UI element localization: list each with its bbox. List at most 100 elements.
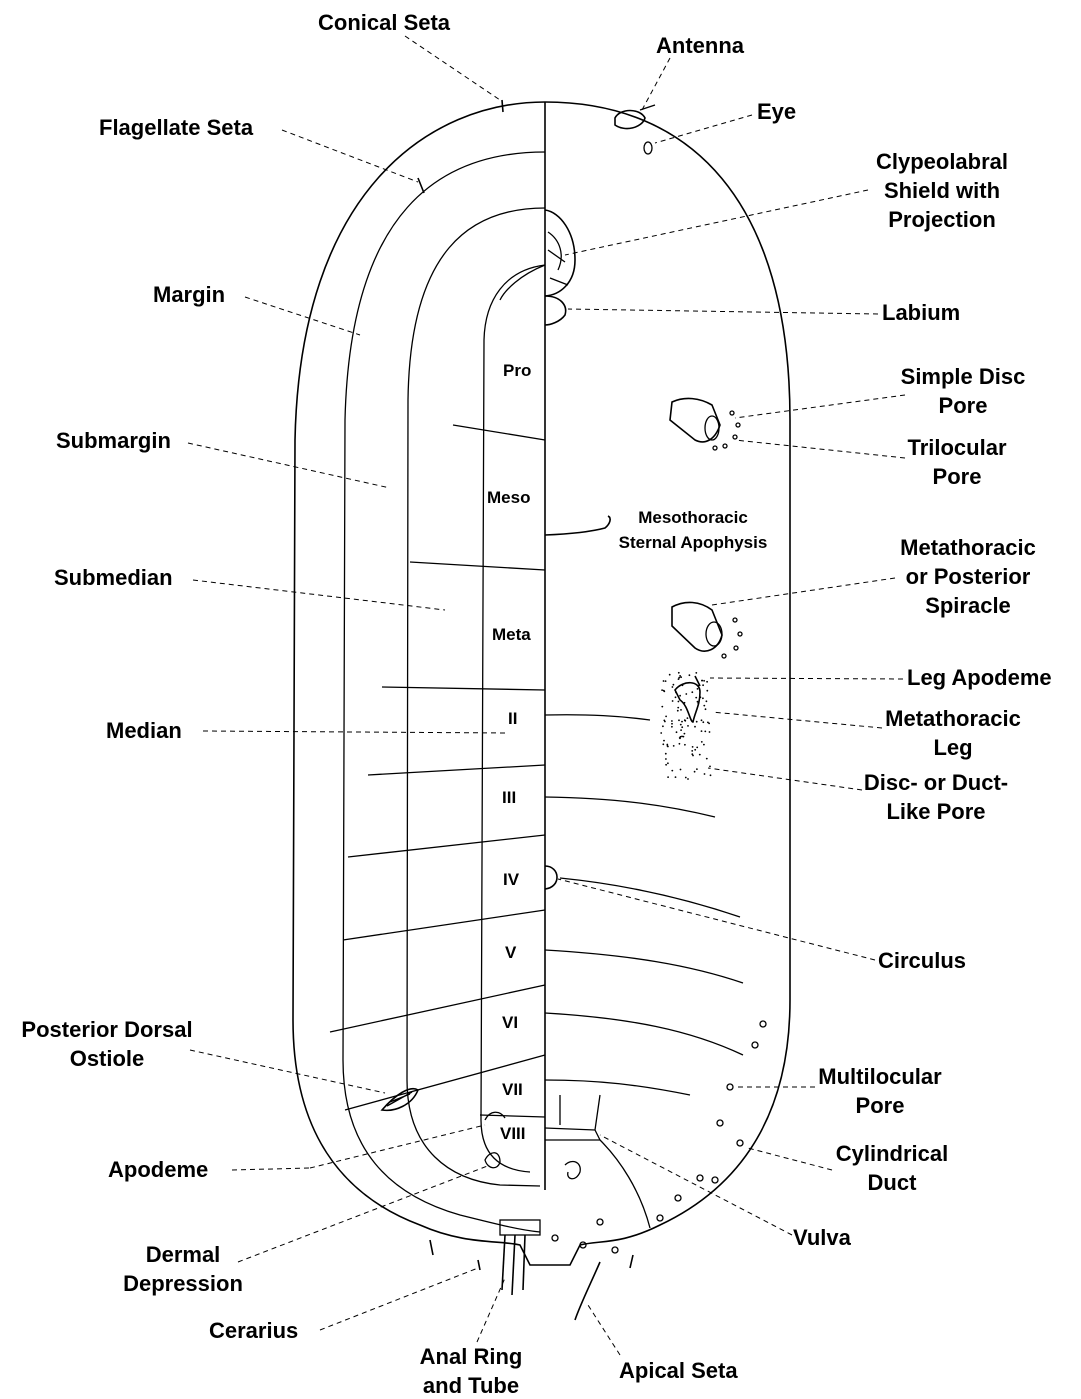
label-clypeolabral-line3: Projection bbox=[888, 207, 996, 232]
label-conical-seta: Conical Seta bbox=[318, 10, 451, 35]
segment-label-vii: VII bbox=[502, 1080, 523, 1099]
stipple-dot bbox=[663, 740, 665, 742]
stipple-dot bbox=[685, 693, 687, 695]
stipple-dot bbox=[662, 725, 664, 727]
stipple-dot bbox=[701, 680, 703, 682]
multilocular-pores bbox=[552, 1021, 766, 1253]
stipple-dot bbox=[708, 723, 710, 725]
stipple-dot bbox=[680, 709, 682, 711]
label-apical-seta: Apical Seta bbox=[619, 1358, 738, 1383]
stipple-dot bbox=[671, 770, 673, 772]
stipple-dot bbox=[678, 719, 680, 721]
stipple-dot bbox=[704, 731, 706, 733]
label-leg-line2: Leg bbox=[933, 735, 972, 760]
stipple-dot bbox=[679, 675, 681, 677]
stipple-dot bbox=[665, 680, 667, 682]
label-simple-disc-line1: Simple Disc bbox=[901, 364, 1026, 389]
label-flagellate-seta: Flagellate Seta bbox=[99, 115, 254, 140]
label-ostiole-line2: Ostiole bbox=[70, 1046, 145, 1071]
spiracle-icon bbox=[672, 602, 742, 658]
stipple-dot bbox=[663, 720, 665, 722]
label-dermal-line1: Dermal bbox=[146, 1242, 221, 1267]
cerarius-seta-left bbox=[430, 1240, 433, 1255]
stipple-dot bbox=[700, 696, 702, 698]
stipple-dot bbox=[661, 706, 663, 708]
label-vulva: Vulva bbox=[793, 1225, 852, 1250]
label-cerarius: Cerarius bbox=[209, 1318, 298, 1343]
stipple-dot bbox=[663, 690, 665, 692]
stipple-dot bbox=[709, 766, 711, 768]
stipple-dot bbox=[680, 724, 682, 726]
label-submedian: Submedian bbox=[54, 565, 173, 590]
stipple-dot bbox=[705, 708, 707, 710]
stipple-dot bbox=[691, 750, 693, 752]
label-leg-line1: Metathoracic bbox=[885, 706, 1021, 731]
circulus-mark bbox=[545, 866, 557, 889]
stipple-dot bbox=[677, 710, 679, 712]
stipple-dot bbox=[681, 726, 683, 728]
label-leg-apodeme: Leg Apodeme bbox=[907, 665, 1052, 690]
stipple-dot bbox=[703, 744, 705, 746]
label-clypeolabral-line2: Shield with bbox=[884, 178, 1000, 203]
stipple-dot bbox=[697, 688, 699, 690]
ventral-structures bbox=[382, 100, 766, 1320]
stipple-dot bbox=[678, 677, 680, 679]
stipple-dot bbox=[706, 690, 708, 692]
segment-lines bbox=[330, 425, 743, 1117]
label-median: Median bbox=[106, 718, 182, 743]
stipple-dot bbox=[694, 726, 696, 728]
stipple-dot bbox=[701, 741, 703, 743]
stipple-dot bbox=[709, 731, 711, 733]
stipple-dot bbox=[692, 746, 694, 748]
stipple-dot bbox=[684, 719, 686, 721]
flagellate-seta-mark bbox=[418, 178, 424, 193]
stipple-dot bbox=[694, 749, 696, 751]
segment-label-viii: VIII bbox=[500, 1124, 526, 1143]
simple-disc-pore-icon bbox=[670, 398, 740, 450]
stipple-dot bbox=[684, 744, 686, 746]
stipple-dot bbox=[699, 754, 701, 756]
stipple-dot bbox=[702, 697, 704, 699]
label-antenna: Antenna bbox=[656, 33, 745, 58]
stipple-dot bbox=[702, 684, 704, 686]
stipple-dot bbox=[675, 696, 677, 698]
stipple-dot bbox=[702, 721, 704, 723]
stipple-dot bbox=[671, 720, 673, 722]
segment-label-iv: IV bbox=[503, 870, 520, 889]
stipple-dot bbox=[663, 680, 665, 682]
stipple-dot bbox=[665, 758, 667, 760]
label-cylindrical-line1: Cylindrical bbox=[836, 1141, 948, 1166]
stipple-dot bbox=[689, 674, 691, 676]
eye-mark bbox=[644, 142, 652, 154]
stipple-dot bbox=[691, 753, 693, 755]
segment-label-ii: II bbox=[508, 709, 517, 728]
label-cylindrical-line2: Duct bbox=[868, 1170, 918, 1195]
label-simple-disc-line2: Pore bbox=[939, 393, 988, 418]
label-labium: Labium bbox=[882, 300, 960, 325]
stipple-dot bbox=[704, 773, 706, 775]
stipple-dot bbox=[680, 769, 682, 771]
metathoracic-leg-icon bbox=[660, 672, 711, 780]
stipple-dot bbox=[669, 674, 671, 676]
label-trilocular-line2: Pore bbox=[933, 464, 982, 489]
stipple-dot bbox=[660, 732, 662, 734]
stipple-dot bbox=[673, 684, 675, 686]
stipple-dot bbox=[701, 730, 703, 732]
dermal-depression-mark bbox=[485, 1153, 500, 1168]
label-circulus: Circulus bbox=[878, 948, 966, 973]
stipple-dot bbox=[687, 725, 689, 727]
segment-label-meso: Meso bbox=[487, 488, 530, 507]
leader-lines bbox=[188, 36, 905, 1355]
stipple-dot bbox=[696, 768, 698, 770]
label-eye: Eye bbox=[757, 99, 796, 124]
stipple-dot bbox=[710, 774, 712, 776]
stipple-dot bbox=[676, 731, 678, 733]
stipple-dot bbox=[684, 733, 686, 735]
label-ostiole-line1: Posterior Dorsal bbox=[21, 1017, 192, 1042]
segment-label-v: V bbox=[505, 943, 517, 962]
stipple-dot bbox=[679, 695, 681, 697]
stipple-dot bbox=[701, 719, 703, 721]
stipple-dot bbox=[665, 764, 667, 766]
label-spiracle-line2: or Posterior bbox=[906, 564, 1031, 589]
label-submargin: Submargin bbox=[56, 428, 171, 453]
